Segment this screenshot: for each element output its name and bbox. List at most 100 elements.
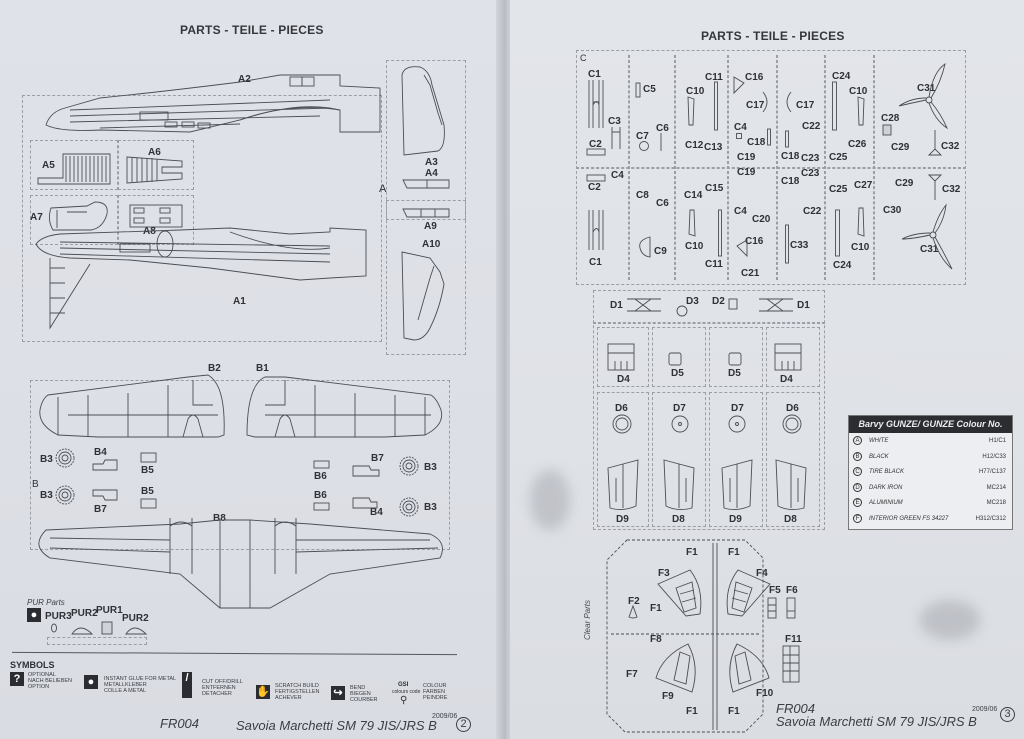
part-label-f10: F10	[756, 688, 774, 699]
symbol-line: BEND	[350, 685, 366, 691]
colour-row: C TIRE BLACK H77/C137	[849, 464, 1012, 480]
colour-letter-badge: B	[853, 451, 862, 461]
colour-code: MC214	[986, 484, 1006, 491]
part-d4-drawing	[774, 343, 802, 371]
part-label-c4: C4	[734, 206, 747, 217]
part-c32-drawing	[927, 174, 943, 200]
part-c33-drawing	[785, 224, 789, 264]
symbol-optional-text: OPTIONAL NACH BELIEBEN OPTION	[28, 672, 72, 690]
part-label-c24: C24	[833, 260, 852, 271]
part-label-f7: F7	[626, 669, 638, 680]
part-label-b3: B3	[424, 502, 437, 513]
part-c10-drawing	[687, 96, 695, 126]
sprue-a-cell	[30, 195, 118, 245]
part-c24-drawing	[832, 81, 837, 131]
sprue-a-tail-frame	[386, 200, 466, 355]
sprue-c-divider	[824, 55, 826, 280]
part-label-c8: C8	[636, 190, 649, 201]
symbol-line: BIEGEN	[350, 691, 371, 697]
part-label-b4: B4	[370, 507, 383, 518]
colour-row: F INTERIOR GREEN FS 34227 H312/C312	[849, 511, 1012, 527]
part-label-b5: B5	[141, 465, 154, 476]
part-label-a2: A2	[238, 74, 251, 85]
right-instruction-page	[510, 0, 1024, 739]
part-label-c13: C13	[704, 142, 723, 153]
part-c6-drawing	[660, 133, 662, 151]
part-label-d6: D6	[786, 403, 799, 414]
part-label-c1: C1	[589, 257, 602, 268]
part-a10-drawing	[401, 251, 445, 341]
door-d8-drawing	[775, 459, 807, 511]
part-label-b6: B6	[314, 490, 327, 501]
propeller-c31-drawing	[898, 63, 949, 130]
part-b4-drawing	[352, 497, 378, 509]
sprue-d-divider	[593, 322, 825, 324]
part-label-c32: C32	[941, 141, 960, 152]
part-label-c21: C21	[741, 268, 760, 279]
part-label-d1: D1	[610, 300, 623, 311]
colour-brush-icon: ⚲	[400, 695, 408, 706]
symbol-cut-text: CUT OFF/DRILL ENTFERNEN DETACHER	[202, 679, 243, 697]
left-page-title: PARTS - TEILE - PIECES	[180, 23, 324, 37]
symbol-line: OPTIONAL	[28, 672, 56, 678]
wheel-b3-drawing	[55, 448, 75, 468]
clear-parts-label: Clear Parts	[583, 599, 592, 640]
part-label-a6: A6	[148, 147, 161, 158]
colour-row: D DARK IRON MC214	[849, 480, 1012, 496]
part-label-d8: D8	[784, 514, 797, 525]
colour-code: H77/C137	[978, 469, 1006, 475]
symbol-line: COURBER	[350, 697, 378, 703]
colour-row: E ALUMINIUM MC218	[849, 495, 1012, 511]
symbol-line: INSTANT GLUE FOR METAL	[104, 676, 177, 682]
part-label-a3: A3	[425, 157, 438, 168]
bend-icon: ↪	[331, 686, 345, 700]
part-label-c28: C28	[881, 113, 900, 124]
symbol-bend-text: BEND BIEGEN COURBER	[350, 685, 378, 703]
part-c16-drawing	[736, 239, 748, 258]
part-label-f2: F2	[628, 596, 640, 607]
kit-code: FR004	[776, 701, 816, 716]
sprue-c-divider	[628, 55, 630, 280]
part-a7-drawing	[48, 201, 108, 231]
colour-table: Barvy GUNZE/ GUNZE Colour No. A WHITE H1…	[848, 415, 1013, 530]
part-label-c32: C32	[942, 184, 961, 195]
left-instruction-page: PARTS - TEILE - PIECES A A2 A5 A6 A7 A8	[0, 0, 506, 739]
colours-code-label: colours code	[392, 689, 421, 695]
symbols-divider	[12, 651, 457, 656]
part-label-d2: D2	[712, 296, 725, 307]
sprue-c-divider	[674, 55, 676, 280]
part-label-c9: C9	[654, 246, 667, 257]
wheel-b3-drawing	[399, 497, 419, 517]
part-a4-drawing	[402, 179, 450, 189]
part-c10-drawing	[688, 209, 696, 237]
part-label-a7: A7	[30, 212, 43, 223]
pur-parts-drawing	[51, 621, 148, 635]
part-label-c19: C19	[737, 167, 756, 178]
part-label-d4: D4	[617, 374, 630, 385]
part-label-d1: D1	[797, 300, 810, 311]
pur-parts-title: PUR Parts	[27, 598, 65, 607]
colour-letter-badge: E	[853, 498, 862, 507]
part-label-c3: C3	[608, 116, 621, 127]
part-label-f1: F1	[728, 547, 740, 558]
sprue-c-divider	[727, 55, 729, 280]
symbol-colour-text: COLOUR FARBEN PEINDRE	[423, 683, 447, 701]
part-label-c33: C33	[790, 240, 809, 251]
part-c18-drawing	[785, 130, 789, 148]
symbol-line: FERTIGSTELLEN	[275, 689, 320, 695]
symbol-line: FARBEN	[423, 689, 446, 695]
sprue-c-divider	[873, 55, 875, 280]
wheel-d7-drawing	[728, 415, 746, 433]
propeller-c31-drawing	[901, 203, 953, 270]
symbol-glue-text: INSTANT GLUE FOR METAL METALLKLEBER COLL…	[104, 676, 176, 694]
part-label-d5: D5	[728, 368, 741, 379]
part-c32-drawing	[927, 130, 943, 156]
colour-name: BLACK	[869, 453, 889, 460]
part-f5-drawing	[767, 597, 777, 619]
part-c5-drawing	[635, 82, 641, 98]
part-label-c4: C4	[611, 170, 624, 181]
part-label-d7: D7	[731, 403, 744, 414]
sprue-a-cell	[30, 140, 118, 190]
part-label-c2: C2	[588, 182, 601, 193]
colour-name: ALUMINIUM	[869, 500, 903, 506]
